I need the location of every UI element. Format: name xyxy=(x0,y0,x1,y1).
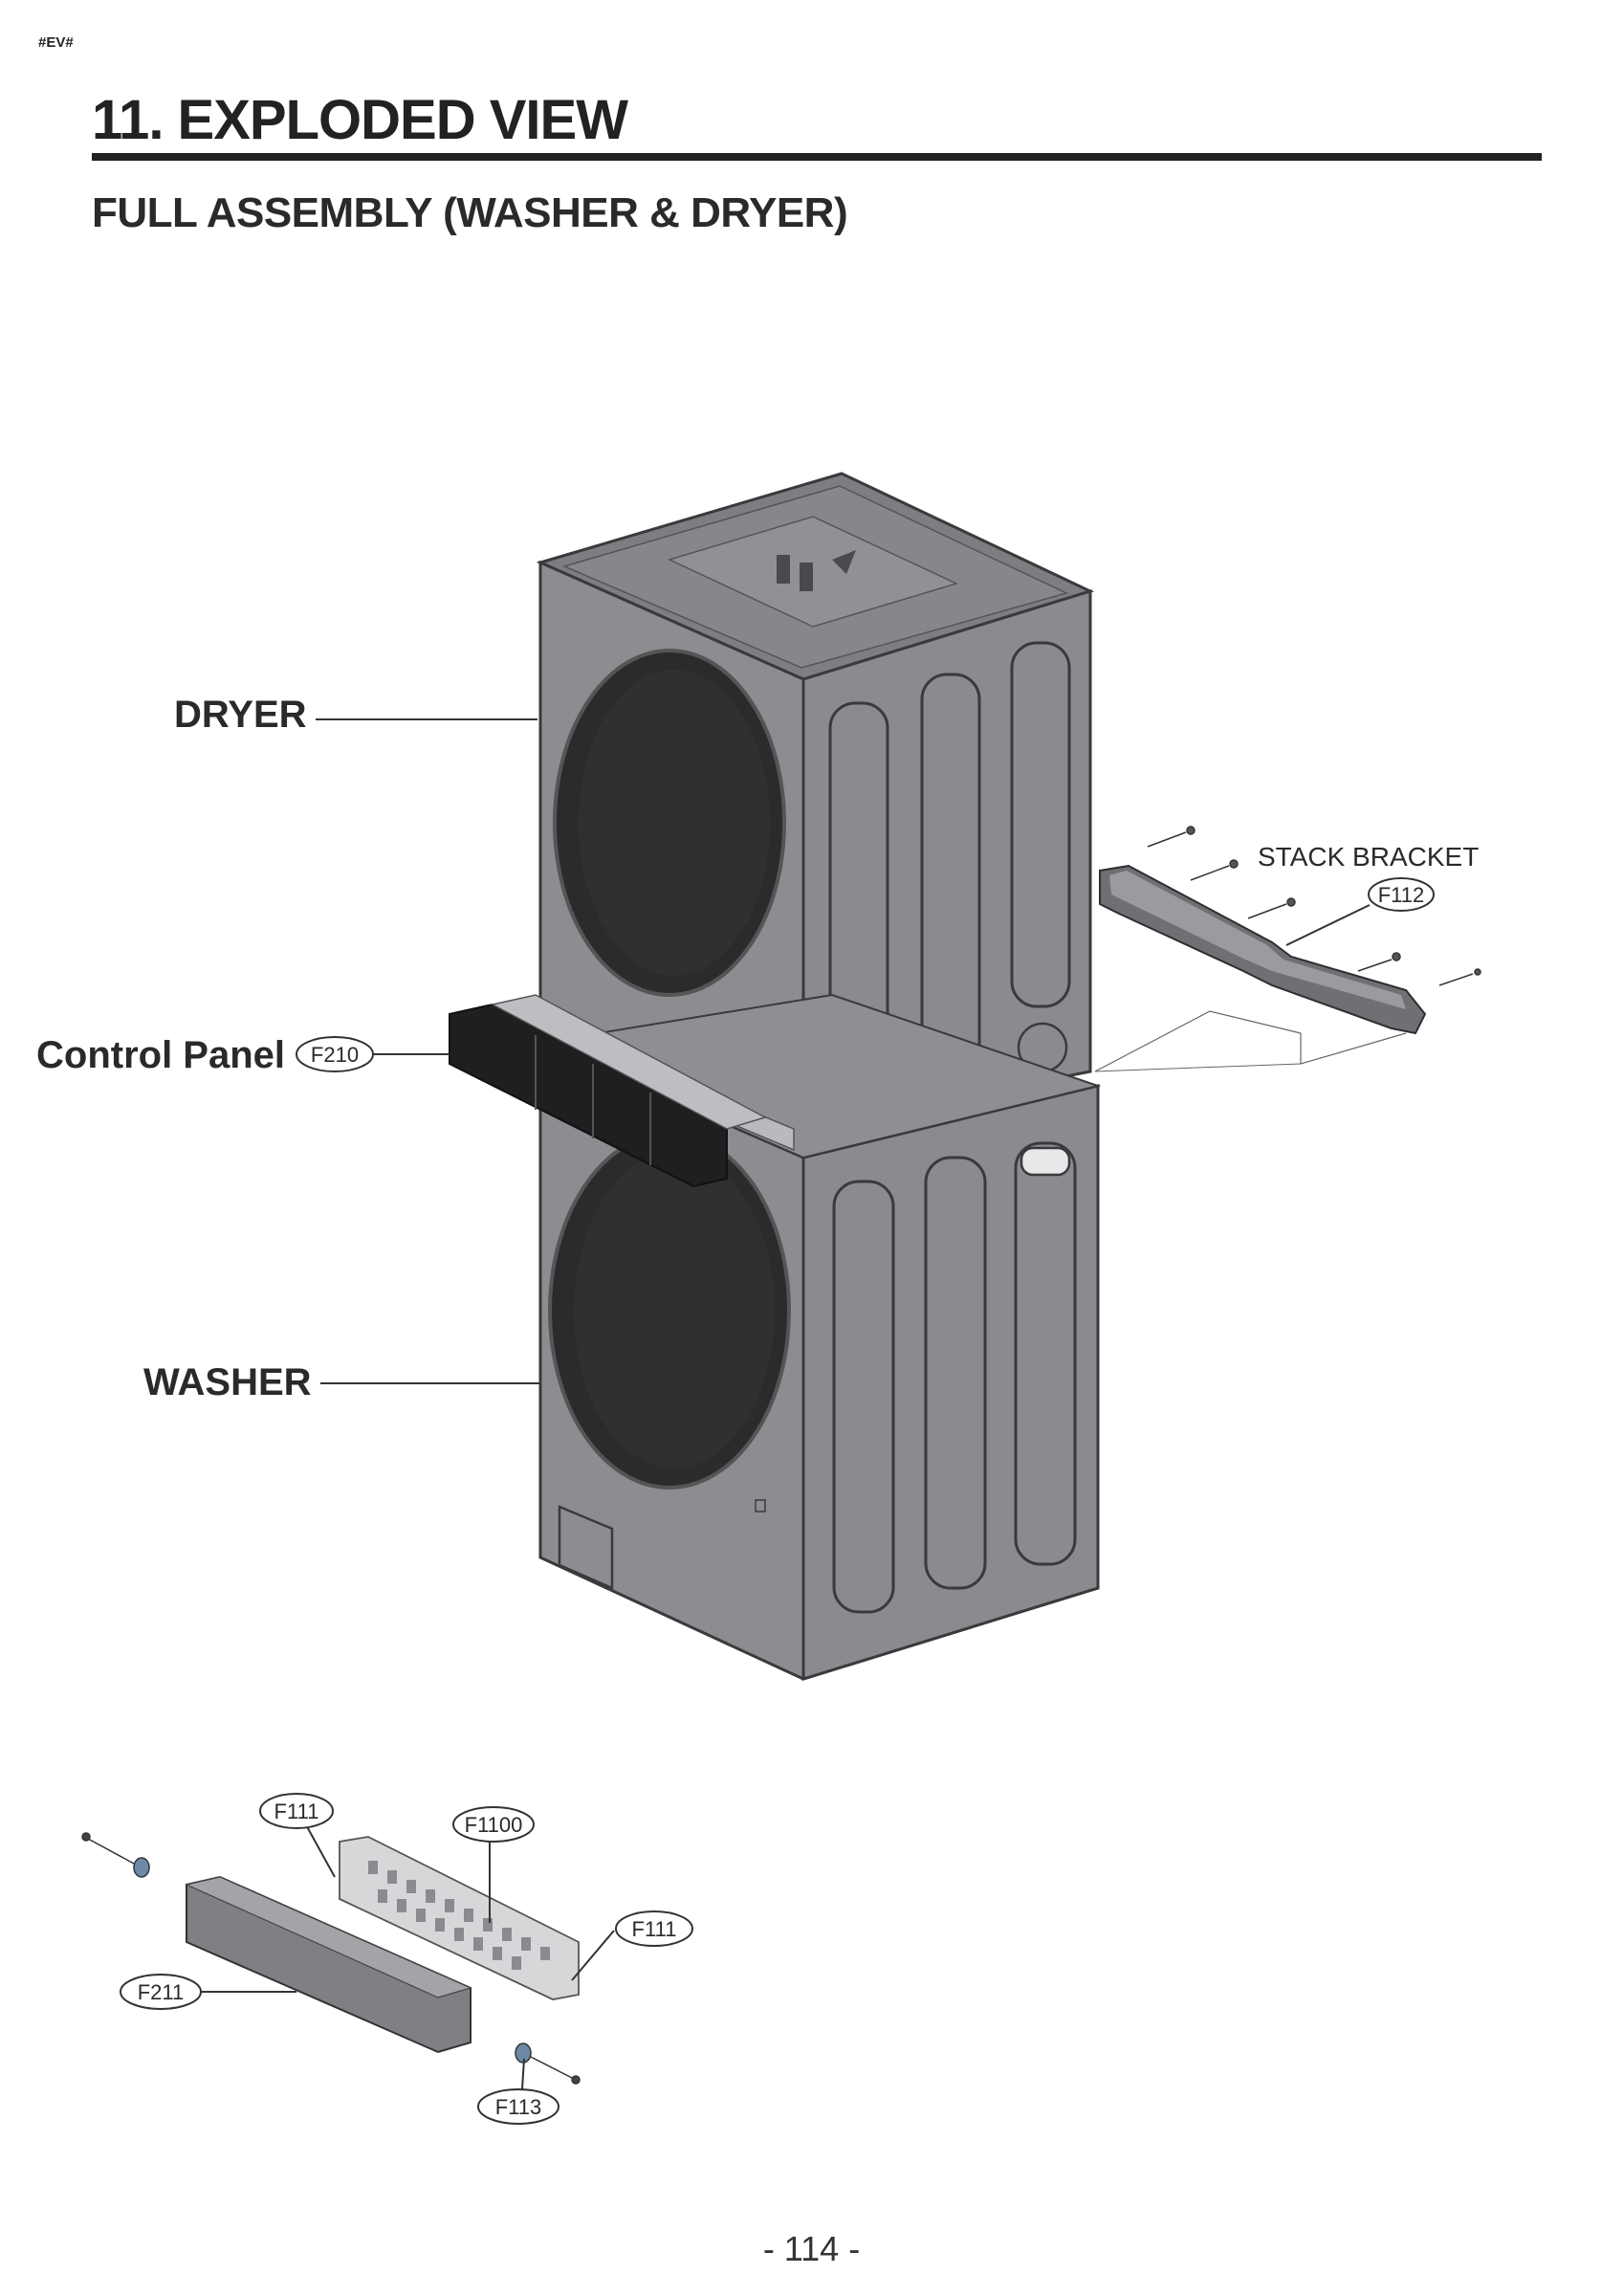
callout-f211: F211 xyxy=(120,1974,202,2010)
stack-bracket-part xyxy=(1094,826,1481,1072)
callout-f1100: F1100 xyxy=(452,1806,535,1843)
svg-text:F111: F111 xyxy=(632,1917,677,1941)
dryer-unit xyxy=(536,472,1095,1155)
panel-subassembly xyxy=(81,1832,581,2085)
callout-f113: F113 xyxy=(477,2088,559,2125)
callout-f210: F210 xyxy=(296,1036,374,1072)
svg-text:F211: F211 xyxy=(138,1980,185,2004)
document-tag: #EV# xyxy=(38,34,74,51)
title-rule xyxy=(92,153,1542,161)
svg-text:F112: F112 xyxy=(1378,883,1425,907)
f111-right-leader xyxy=(571,1930,615,1981)
svg-text:F111: F111 xyxy=(274,1799,319,1823)
page-number: - 114 - xyxy=(762,2229,861,2268)
label-stack-bracket: STACK BRACKET xyxy=(1258,842,1479,872)
svg-text:F210: F210 xyxy=(311,1043,359,1067)
callout-f111-top: F111 xyxy=(259,1793,334,1829)
callout-f112: F112 xyxy=(1368,877,1435,912)
callout-f111-right: F111 xyxy=(615,1910,693,1947)
svg-text:F1100: F1100 xyxy=(465,1813,523,1837)
label-dryer: DRYER xyxy=(174,694,307,736)
svg-text:F113: F113 xyxy=(495,2095,542,2119)
washer-unit xyxy=(537,993,1102,1682)
f111-top-leader xyxy=(303,1821,336,1878)
control-panel-part xyxy=(449,994,767,1188)
page-title: 11. EXPLODED VIEW xyxy=(92,89,628,151)
page-subtitle: FULL ASSEMBLY (WASHER & DRYER) xyxy=(92,189,848,236)
label-washer: WASHER xyxy=(143,1361,312,1403)
label-control-panel: Control Panel xyxy=(36,1034,285,1076)
f112-leader xyxy=(1285,904,1371,946)
